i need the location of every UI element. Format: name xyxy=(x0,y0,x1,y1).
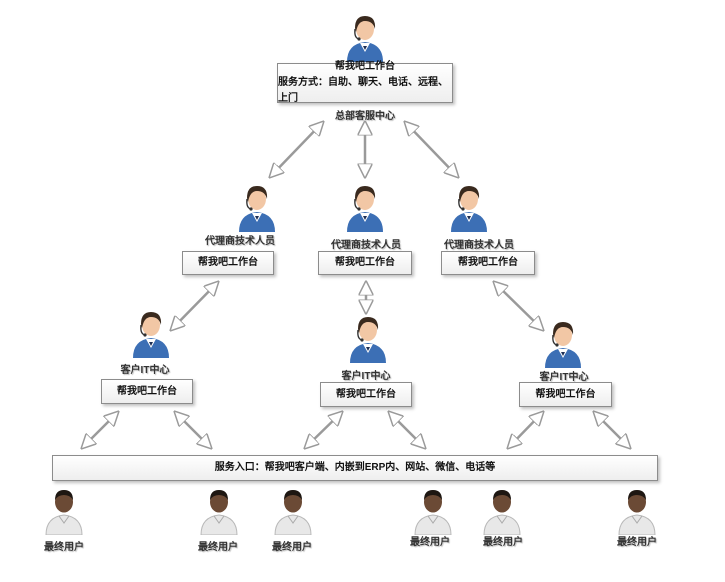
hq-agent-icon xyxy=(345,12,385,67)
connector-arrow-8 xyxy=(175,412,211,448)
agent-3-icon xyxy=(449,182,489,237)
it-center-1-label: 客户IT中心 xyxy=(120,365,170,376)
end-user-1-label: 最终用户 xyxy=(44,542,84,553)
end-user-4-label: 最终用户 xyxy=(410,537,450,548)
end-user-1-icon xyxy=(44,487,84,540)
it-center-2-icon xyxy=(348,313,388,368)
hq-box-title: 帮我吧工作台 xyxy=(335,61,395,72)
end-user-3-icon xyxy=(273,487,313,540)
hq-label: 总部客服中心 xyxy=(335,111,395,122)
connector-arrow-9 xyxy=(305,412,342,448)
end-user-6-icon xyxy=(617,487,657,540)
end-user-3-label: 最终用户 xyxy=(272,542,312,553)
it-center-3-label: 客户IT中心 xyxy=(539,372,589,383)
connector-arrow-10 xyxy=(389,412,425,448)
agent-1-workbench-box: 帮我吧工作台 xyxy=(182,251,274,275)
agent-2-label: 代理商技术人员 xyxy=(331,240,401,251)
connector-arrow-6 xyxy=(494,282,543,330)
connector-arrow-7 xyxy=(82,412,118,448)
connector-arrow-3 xyxy=(405,122,458,177)
end-user-2-icon xyxy=(199,487,239,540)
it-center-2-workbench-box: 帮我吧工作台 xyxy=(320,382,412,407)
end-user-6-label: 最终用户 xyxy=(617,537,657,548)
it-center-1-icon xyxy=(131,308,171,363)
agent-3-workbench-box: 帮我吧工作台 xyxy=(441,251,535,275)
hq-workbench-box: 帮我吧工作台 服务方式：自助、聊天、电话、远程、上门 xyxy=(277,61,453,104)
connector-arrow-4 xyxy=(171,282,218,330)
agent-2-icon xyxy=(345,182,385,237)
it-center-3-workbench-box: 帮我吧工作台 xyxy=(519,382,612,407)
end-user-4-icon xyxy=(413,487,453,540)
agent-1-icon xyxy=(237,182,277,237)
it-center-3-icon xyxy=(543,318,583,373)
agent-2-workbench-box: 帮我吧工作台 xyxy=(318,251,412,275)
connector-arrow-1 xyxy=(270,122,323,177)
end-user-2-label: 最终用户 xyxy=(198,542,238,553)
service-entry-bar: 服务入口：帮我吧客户端、内嵌到ERP内、网站、微信、电话等 xyxy=(52,455,658,481)
end-user-5-label: 最终用户 xyxy=(483,537,523,548)
hq-box-subtitle: 服务方式：自助、聊天、电话、远程、上门 xyxy=(278,77,448,104)
it-center-2-label: 客户IT中心 xyxy=(341,371,391,382)
connector-arrow-11 xyxy=(508,412,543,448)
agent-3-label: 代理商技术人员 xyxy=(444,240,514,251)
end-user-5-icon xyxy=(482,487,522,540)
connector-arrow-12 xyxy=(594,412,630,448)
it-center-1-workbench-box: 帮我吧工作台 xyxy=(101,379,193,404)
agent-1-label: 代理商技术人员 xyxy=(205,236,275,247)
